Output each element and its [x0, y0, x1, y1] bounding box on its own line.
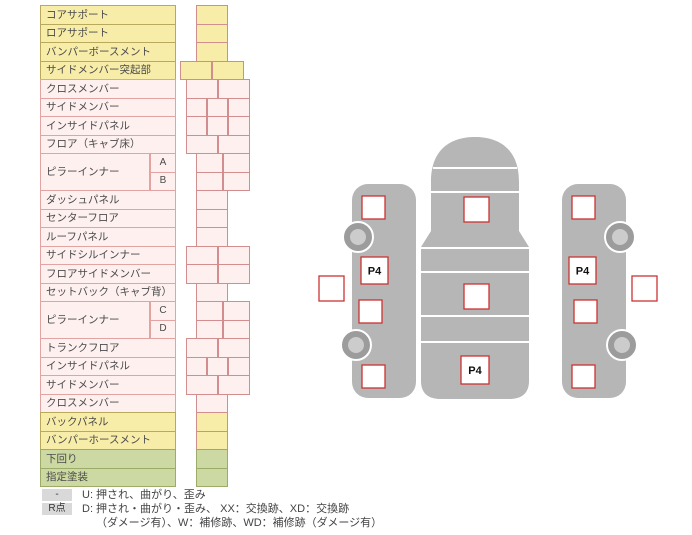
left-side-view: [340, 184, 416, 398]
damage-marker-right-p4: [568, 256, 597, 285]
wheel-hub-icon: [612, 229, 628, 245]
legend-text-rten-continuation: （ダメージ有）、W：補修跡、WD：補修跡（ダメージ有）: [96, 517, 383, 529]
damage-marker-center-bottom-p4: [460, 355, 490, 385]
panel-seam-lines: [421, 167, 529, 343]
damage-check-cell: [218, 264, 250, 284]
damage-marker-right-outboard: [631, 275, 658, 302]
damage-check-cell: [196, 467, 228, 487]
damage-marker-center-mid: [463, 283, 490, 310]
damage-marker-left-bottom: [361, 364, 386, 389]
damage-code-center-bottom-p4: P4: [468, 365, 482, 377]
legend-row-rten-continuation: （ダメージ有）、W：補修跡、WD：補修跡（ダメージ有）: [42, 516, 382, 530]
legend-text-u: U: 押され、曲がり、歪み: [82, 489, 206, 501]
pillar-section-label: A: [150, 153, 176, 173]
damage-marker-left-outboard: [318, 275, 345, 302]
damage-marker-left-p4: [360, 256, 389, 285]
damage-check-cell: [218, 375, 250, 395]
center-top-view: [421, 137, 529, 399]
legend: - U: 押され、曲がり、歪み R点 D: 押され・曲がり・歪み、 XX：交換跡…: [42, 488, 382, 530]
damage-marker-right-mid: [573, 299, 598, 324]
legend-row-rten: R点 D: 押され・曲がり・歪み、 XX：交換跡、XD：交換跡: [42, 502, 382, 516]
wheel-hub-icon: [348, 337, 364, 353]
frame-part-label: 指定塗装: [40, 467, 176, 487]
wheel-hub-icon: [350, 229, 366, 245]
legend-key-dash: -: [42, 489, 72, 501]
damage-marker-right-top: [571, 195, 596, 220]
damage-code-left-p4: P4: [368, 266, 382, 278]
damage-marker-left-top: [361, 195, 386, 220]
damage-check-cell: [223, 171, 250, 191]
wheel-hub-icon: [614, 337, 630, 353]
damage-marker-center-top: [463, 196, 490, 223]
car-body-top-view: [421, 137, 529, 399]
pillar-section-label: B: [150, 171, 176, 191]
legend-row-u: - U: 押され、曲がり、歪み: [42, 488, 382, 502]
damage-code-right-p4: P4: [576, 266, 590, 278]
damage-marker-right-bottom: [571, 364, 596, 389]
damage-marker-left-mid: [358, 299, 383, 324]
right-side-view: [562, 184, 638, 398]
frame-part-label: ピラーインナー: [40, 301, 150, 339]
legend-text-rten: D: 押され・曲がり・歪み、 XX：交換跡、XD：交換跡: [82, 503, 350, 515]
frame-part-label: ピラーインナー: [40, 153, 150, 191]
legend-key-rten: R点: [42, 503, 72, 515]
